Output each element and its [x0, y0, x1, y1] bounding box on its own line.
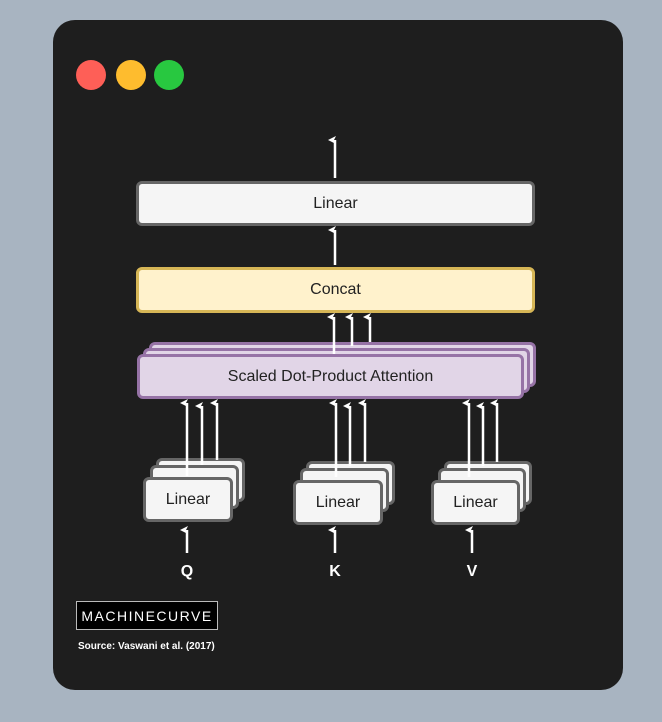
maximize-button[interactable] [154, 60, 184, 90]
attention-box: Scaled Dot-Product Attention [137, 354, 524, 399]
machinecurve-logo: MACHINECURVE [76, 601, 218, 630]
concat-box: Concat [136, 267, 535, 313]
k-linear-box: Linear [293, 480, 383, 525]
k-label: K [329, 563, 341, 580]
v-label: V [466, 563, 478, 580]
source-caption: Source: Vaswani et al. (2017) [78, 641, 215, 652]
q-label: Q [180, 563, 194, 580]
close-button[interactable] [76, 60, 106, 90]
output-linear-box: Linear [136, 181, 535, 226]
v-linear-box: Linear [431, 480, 520, 525]
minimize-button[interactable] [116, 60, 146, 90]
q-linear-box: Linear [143, 477, 233, 522]
